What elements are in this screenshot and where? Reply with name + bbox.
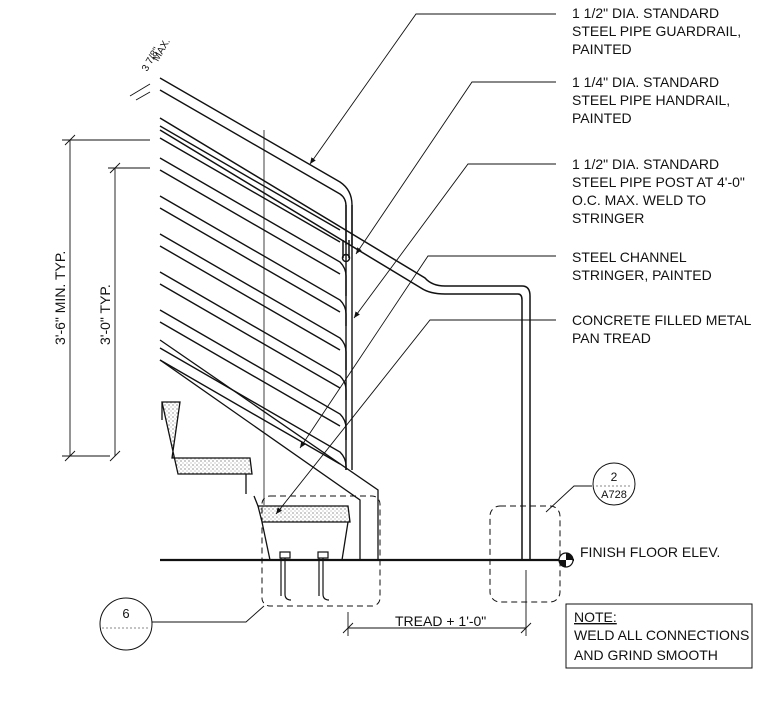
dimension-lines (62, 83, 532, 636)
steel-channel-stringer (159, 339, 379, 560)
base-detail-box (261, 495, 381, 607)
stringer-callout: STEEL CHANNEL STRINGER, PAINTED (572, 249, 712, 283)
stair-treads (161, 401, 351, 561)
anchor-bolts (279, 551, 330, 601)
guardrail-rails (159, 77, 353, 470)
tread-extension-dimension: TREAD + 1'-0" (395, 613, 486, 629)
finish-floor-label: FINISH FLOOR ELEV. (580, 544, 720, 560)
note-title: NOTE: (574, 609, 617, 625)
post-base-detail-box (489, 505, 561, 603)
drawing-number-bubble: 6 (99, 597, 153, 651)
tread-callout: CONCRETE FILLED METAL PAN TREAD (572, 312, 755, 346)
handrail-callout: 1 1/4" DIA. STANDARD STEEL PIPE HANDRAIL… (572, 74, 734, 126)
handrail-height-dimension: 3'-0" TYP. (97, 284, 113, 345)
note-box: NOTE: WELD ALL CONNECTIONS AND GRIND SMO… (565, 603, 753, 669)
note-line-1: WELD ALL CONNECTIONS (574, 627, 749, 643)
drawing-number: 6 (122, 606, 129, 621)
elevation-marker-icon (558, 552, 574, 568)
guardrail-callout: 1 1/2" DIA. STANDARD STEEL PIPE GUARDRAI… (572, 5, 745, 57)
note-line-2: AND GRIND SMOOTH (574, 647, 718, 663)
detail-tag-sheet: A728 (601, 489, 627, 501)
detail-tag-number: 2 (611, 470, 618, 484)
post-callout: 1 1/2" DIA. STANDARD STEEL PIPE POST AT … (572, 156, 749, 226)
min-height-dimension: 3'-6" MIN. TYP. (52, 251, 68, 345)
leader-lines (140, 13, 592, 623)
detail-reference-tag[interactable]: 2 A728 (592, 462, 636, 506)
handrail (159, 117, 531, 560)
